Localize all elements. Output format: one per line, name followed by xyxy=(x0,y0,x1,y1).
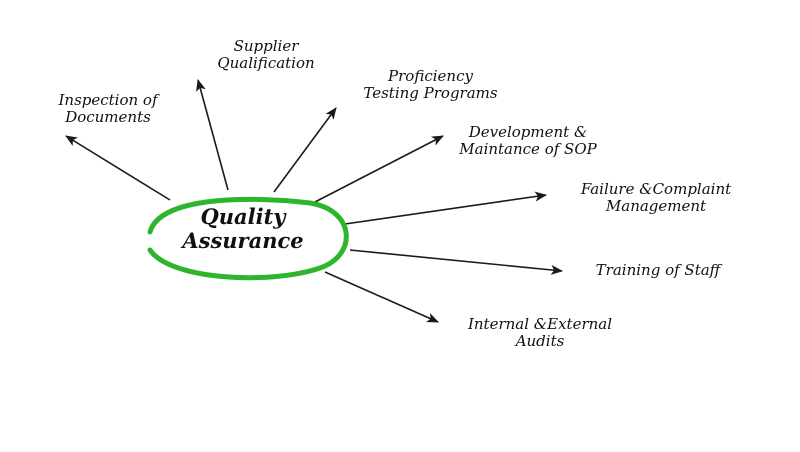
arrow-supplier-qualification xyxy=(196,79,229,191)
arrow-inspection-of-documents xyxy=(65,135,171,201)
hub-label-line-1: Quality xyxy=(200,204,286,229)
node-development-maintance-of-sop: Development &Maintance of SOP xyxy=(433,123,623,159)
node-proficiency-testing-programs-line-1: Proficiency xyxy=(388,67,473,85)
hub-ring xyxy=(147,196,349,281)
arrow-failure-complaint-management xyxy=(344,191,547,225)
node-development-maintance-of-sop-line-1: Development & xyxy=(468,123,588,141)
node-internal-external-audits-line-1: Internal &External xyxy=(467,315,613,333)
node-failure-complaint-management-line-2: Management xyxy=(605,197,707,216)
node-inspection-of-documents-line-1: Inspection of xyxy=(58,91,158,109)
hub-label-line-2: Assurance xyxy=(182,228,304,254)
node-internal-external-audits-line-2: Audits xyxy=(515,332,565,351)
node-inspection-of-documents-line-2: Documents xyxy=(65,108,151,127)
arrow-internal-external-audits xyxy=(324,271,439,323)
node-failure-complaint-management-line-1: Failure &Complaint xyxy=(580,180,732,198)
arrow-proficiency-testing-programs xyxy=(273,107,337,193)
node-supplier-qualification-line-1: Supplier xyxy=(233,37,299,55)
arrow-training-of-staff xyxy=(349,249,563,275)
node-development-maintance-of-sop-line-2: Maintance of SOP xyxy=(459,140,597,159)
arrow-development-maintance-of-sop xyxy=(312,135,444,204)
node-supplier-qualification-line-2: Qualification xyxy=(217,54,315,73)
arrows-group xyxy=(65,79,563,323)
node-proficiency-testing-programs-line-2: Testing Programs xyxy=(363,84,498,103)
node-training-of-staff-line-1: Training of Staff xyxy=(595,261,721,279)
node-training-of-staff: Training of Staff xyxy=(568,261,748,279)
hub-label: Quality Assurance xyxy=(168,204,318,254)
